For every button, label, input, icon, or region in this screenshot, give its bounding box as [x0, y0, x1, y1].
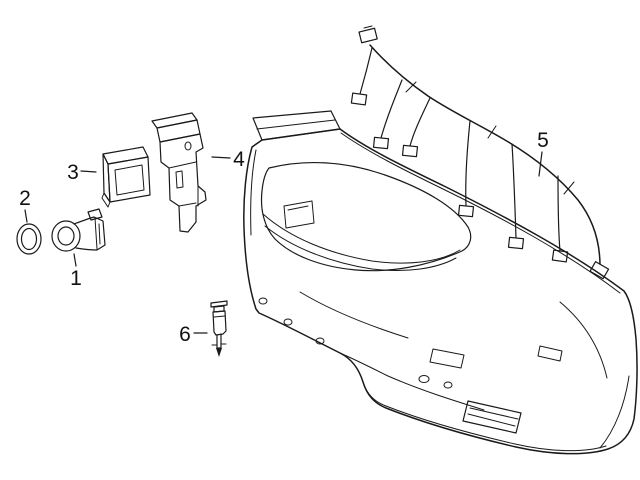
callout-4: 4 [233, 148, 245, 171]
callout-6: 6 [179, 323, 191, 346]
callout-5: 5 [537, 129, 549, 152]
control-module [101, 146, 151, 208]
ambient-temperature-sensor [210, 300, 228, 357]
callout-3: 3 [67, 161, 79, 184]
bumper-cover [243, 110, 638, 455]
callout-leaders [24, 151, 543, 334]
leader-1 [73, 253, 77, 267]
seal-ring [16, 223, 42, 255]
parking-sensor [51, 208, 106, 252]
leader-3 [80, 170, 97, 173]
mounting-bracket [151, 112, 207, 233]
callout-1: 1 [70, 267, 82, 290]
leader-4 [211, 156, 231, 159]
leader-2 [24, 209, 28, 223]
leader-5 [538, 151, 543, 177]
callout-2: 2 [19, 187, 31, 210]
wiring-harness [350, 25, 610, 280]
callout-numbers: 1 2 3 4 5 6 [19, 129, 549, 346]
